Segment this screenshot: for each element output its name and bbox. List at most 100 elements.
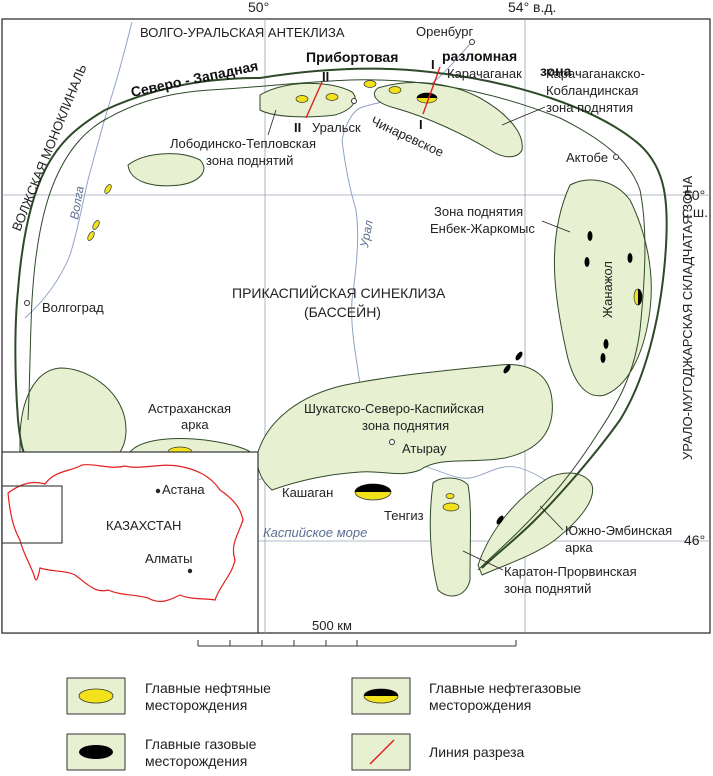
south-emba-label-2: арка (565, 540, 593, 555)
gas-field-icon (603, 339, 609, 349)
legend-gas-label-1: Главные газовые (145, 736, 257, 752)
orenburg-label: Оренбург (416, 24, 473, 39)
lobodino-oil-fields (295, 80, 402, 103)
volgograd-label: Волгоград (42, 300, 104, 315)
section-lines (305, 66, 441, 119)
section-line-i (422, 66, 441, 115)
caspian-basin-outline-inner (27, 79, 646, 571)
legend-oil-label-2: месторождения (145, 697, 247, 713)
legend-section-icon (369, 739, 395, 765)
karachaganak-label: Карачаганак (447, 66, 522, 81)
almaty-marker (187, 568, 193, 574)
gas-field-icon (496, 515, 504, 525)
volgograd-marker (24, 300, 30, 306)
gas-field-icon (503, 364, 511, 374)
astana-marker (155, 488, 161, 494)
fault-zone-word-3: разломная (442, 48, 517, 64)
volga-river (24, 21, 133, 319)
oil-field-icon (445, 493, 455, 499)
oil-field-icon (295, 95, 309, 103)
oil-field-icon (325, 93, 339, 101)
kazakhstan-label: КАЗАХСТАН (106, 518, 181, 533)
lat-50-suffix: с.ш. (682, 204, 708, 220)
oil-field-icon (442, 502, 460, 512)
enbek-zone-leader (541, 220, 571, 233)
aktobe-marker (613, 154, 619, 160)
volga-oil-fields (87, 184, 112, 241)
astana-label: Астана (162, 482, 205, 497)
gas-field-icon (627, 253, 633, 263)
fault-zone-word-4: зона (540, 63, 572, 79)
aktobe-label: Актобе (566, 150, 608, 165)
atyrau-marker (389, 439, 395, 445)
enbek-zone-label-2: Енбек-Жаркомыс (430, 221, 535, 236)
legend-gas-icon (79, 745, 113, 759)
astrakhan-zone (128, 438, 252, 453)
legend: Главные нефтяные месторождения Главные н… (66, 677, 581, 771)
gas-field-icon (600, 353, 606, 363)
shukat-zone-label-1: Шукатско-Северо-Каспийская (304, 401, 484, 416)
ural-label: Урал (357, 219, 376, 250)
almaty-label: Алматы (145, 551, 192, 566)
caspian-basin-outline (14, 67, 668, 569)
scale-bar (197, 640, 517, 647)
oil-field-icon (92, 220, 100, 230)
astrakhan-arch-label-1: Астраханская (148, 401, 231, 416)
city-markers (24, 39, 619, 445)
south-emba-label-1: Южно-Эмбинская (565, 523, 672, 538)
legend-oil-gas-label-1: Главные нефтегазовые (429, 680, 581, 696)
tengiz-oil-fields (442, 493, 460, 512)
lat-46-label: 46° (684, 532, 705, 548)
lobodino-zone-leader (267, 109, 277, 136)
karachaganak-zone (373, 82, 523, 158)
atyrau-label: Атырау (402, 441, 447, 456)
uralsk-label: Уральск (312, 120, 361, 135)
astrakhan-arch-label-2: арка (181, 417, 209, 432)
shukat-zone-label-2: зона поднятия (362, 418, 449, 433)
lobodino-zone-label-1: Лободинско-Тепловская (170, 136, 316, 151)
lon-50-label: 50° (248, 0, 269, 15)
oil-field-icon (388, 86, 402, 94)
tengiz-zone (429, 477, 471, 597)
orenburg-marker (469, 39, 475, 45)
karachaganak-zone-label-3: зона поднятия (546, 100, 633, 115)
scale-label: 500 км (312, 618, 352, 633)
kashagan-field (354, 483, 392, 501)
karachaganak-zone-label-2: Кобландинская (546, 83, 638, 98)
gas-field-icon (587, 231, 593, 241)
section-ii-top-label: II (322, 69, 329, 84)
zhanazhol-label: Жанажол (600, 261, 615, 318)
volga-label: Волга (67, 185, 87, 221)
caspian-label: Каспийское море (263, 525, 367, 540)
section-i-bottom-label: I (419, 117, 423, 132)
ural-mugodzhar-label: УРАЛО-МУГОДЖАРСКАЯ СКЛАДЧАТАЯ ЗОНА (680, 175, 695, 460)
kashagan-label: Кашаган (282, 485, 333, 500)
legend-oil-gas-label-2: месторождения (429, 697, 531, 713)
gas-field-icon (584, 257, 590, 267)
karaton-zone-label-1: Каратон-Прорвинская (504, 564, 637, 579)
lat-50-label: 50° (684, 187, 705, 203)
karaton-zone-leader (462, 550, 504, 571)
lon-54-label: 54° в.д. (508, 0, 556, 15)
caspian-syneclise-label: ПРИКАСПИЙСКАЯ СИНЕКЛИЗА (232, 284, 446, 301)
kazakhstan-inset: Астана КАЗАХСТАН Алматы (1, 451, 259, 634)
legend-gas-label-2: месторождения (145, 753, 247, 769)
inset-locator (1, 485, 63, 544)
lobodino-zone-label-2: зона поднятий (206, 153, 293, 168)
legend-oil-label-1: Главные нефтяные (145, 680, 271, 696)
uralsk-marker (351, 98, 357, 104)
enbek-zone (553, 179, 652, 397)
fault-zone-word-2: Прибортовая (306, 49, 398, 65)
section-ii-bottom-label: II (294, 120, 301, 135)
karaton-zone-label-2: зона поднятий (504, 581, 591, 596)
section-i-top-label: I (431, 57, 435, 72)
south-emba-zone (477, 472, 594, 576)
gas-field-icon (515, 351, 523, 361)
tengiz-label: Тенгиз (384, 508, 424, 523)
shukat-zone (256, 364, 553, 491)
zhanazhol-gas-fields (496, 231, 633, 525)
oil-field-icon (363, 80, 377, 88)
section-line-ii (305, 81, 323, 119)
volga-ural-label: ВОЛГО-УРАЛЬСКАЯ АНТЕКЛИЗА (140, 25, 345, 40)
